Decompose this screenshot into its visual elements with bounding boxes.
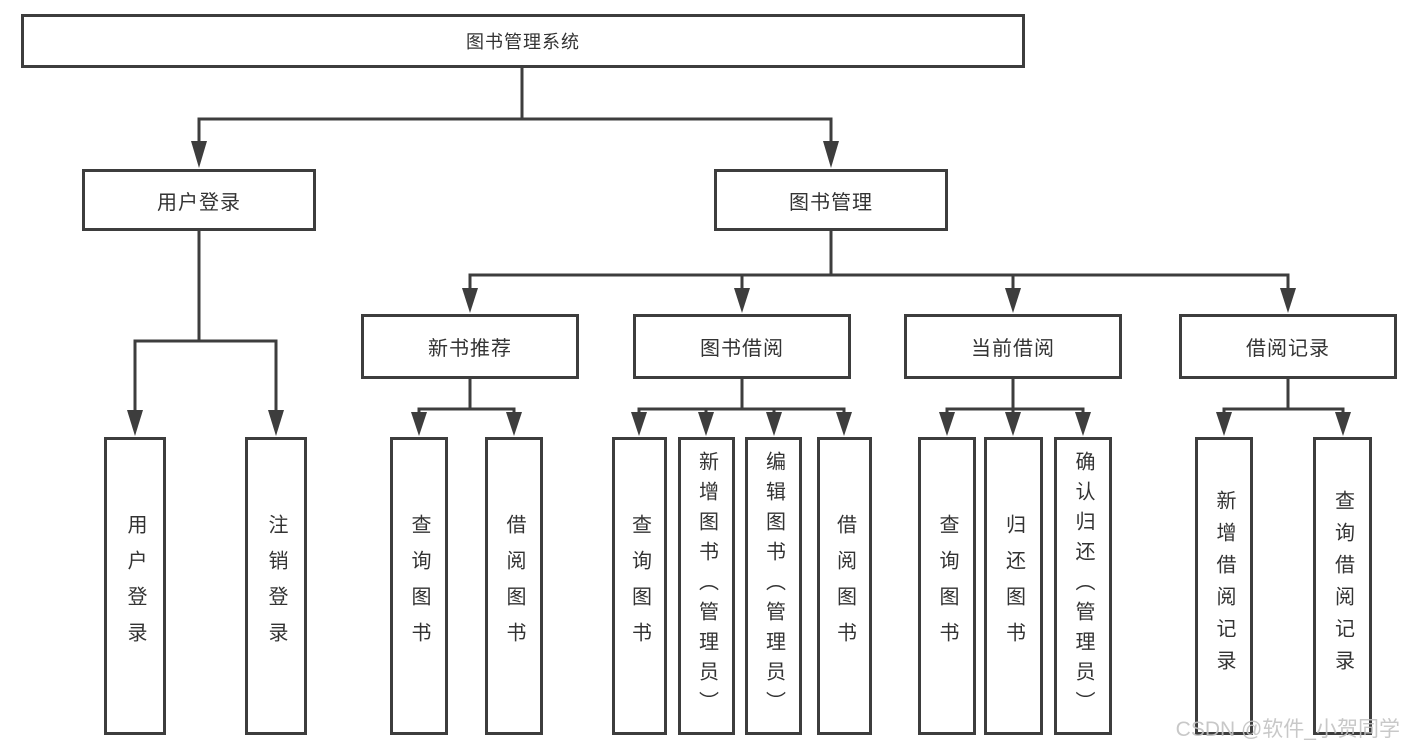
node-new-books: 新书推荐 <box>361 314 579 379</box>
arrowhead-icon <box>836 412 852 436</box>
leaf-return-books-label: 归还图书 <box>1002 514 1025 658</box>
connector-book-borrow <box>637 379 846 414</box>
leaf-new-borrow-books: 借阅图书 <box>485 437 543 735</box>
leaf-lend-books-label: 借阅图书 <box>833 514 856 658</box>
arrowhead-icon <box>268 410 284 436</box>
node-book-mgmt: 图书管理 <box>714 169 948 231</box>
node-user-login: 用户登录 <box>82 169 316 231</box>
node-new-books-label: 新书推荐 <box>428 338 512 360</box>
arrowheads <box>127 141 1351 436</box>
connector-book-mgmt <box>468 231 1290 290</box>
connector-current-borrow <box>945 379 1085 414</box>
leaf-new-query-books-label: 查询图书 <box>408 514 430 658</box>
arrowhead-icon <box>698 412 714 436</box>
leaf-query-borrow-record-label: 查询借阅记录 <box>1331 490 1354 682</box>
arrowhead-icon <box>1005 412 1021 436</box>
leaf-edit-books-admin-label: 编辑图书（管理员） <box>762 451 785 721</box>
node-root-label: 图书管理系统 <box>466 32 580 52</box>
leaf-user-login-label: 用户登录 <box>124 514 146 658</box>
leaf-query-borrow-record: 查询借阅记录 <box>1313 437 1372 735</box>
arrowhead-icon <box>506 412 522 436</box>
leaf-confirm-return-admin-label: 确认归还（管理员） <box>1072 451 1094 721</box>
leaf-new-borrow-books-label: 借阅图书 <box>503 514 525 658</box>
leaf-add-books-admin: 新增图书（管理员） <box>678 437 735 735</box>
node-borrow-records-label: 借阅记录 <box>1246 338 1330 360</box>
arrowhead-icon <box>462 288 478 313</box>
leaf-logout: 注销登录 <box>245 437 307 735</box>
node-current-borrow-label: 当前借阅 <box>971 338 1055 360</box>
leaf-user-login: 用户登录 <box>104 437 166 735</box>
leaf-add-books-admin-label: 新增图书（管理员） <box>695 451 718 721</box>
node-borrow-records: 借阅记录 <box>1179 314 1397 379</box>
arrowhead-icon <box>127 410 143 436</box>
arrowhead-icon <box>823 141 839 168</box>
leaf-edit-books-admin: 编辑图书（管理员） <box>745 437 802 735</box>
node-book-borrow-label: 图书借阅 <box>700 338 784 360</box>
arrowhead-icon <box>766 412 782 436</box>
leaf-current-query-books: 查询图书 <box>918 437 976 735</box>
csdn-watermark: CSDN @软件_小贺同学 <box>1175 718 1400 741</box>
arrowhead-icon <box>631 412 647 436</box>
leaf-add-borrow-record-label: 新增借阅记录 <box>1213 490 1235 682</box>
arrowhead-icon <box>1335 412 1351 436</box>
connector-root <box>197 68 833 143</box>
arrowhead-icon <box>1005 288 1021 313</box>
leaf-logout-label: 注销登录 <box>265 514 287 658</box>
node-book-mgmt-label: 图书管理 <box>789 191 873 214</box>
leaf-borrow-query-books-label: 查询图书 <box>628 514 651 658</box>
leaf-lend-books: 借阅图书 <box>817 437 872 735</box>
connector-user-login <box>133 231 278 412</box>
node-root: 图书管理系统 <box>21 14 1025 68</box>
node-current-borrow: 当前借阅 <box>904 314 1122 379</box>
arrowhead-icon <box>939 412 955 436</box>
arrowhead-icon <box>734 288 750 313</box>
leaf-new-query-books: 查询图书 <box>390 437 448 735</box>
leaf-add-borrow-record: 新增借阅记录 <box>1195 437 1253 735</box>
connector-borrow-records <box>1222 379 1345 414</box>
leaf-confirm-return-admin: 确认归还（管理员） <box>1054 437 1112 735</box>
arrowhead-icon <box>1075 412 1091 436</box>
node-book-borrow: 图书借阅 <box>633 314 851 379</box>
connector-new-books <box>417 379 516 414</box>
leaf-borrow-query-books: 查询图书 <box>612 437 667 735</box>
arrowhead-icon <box>411 412 427 436</box>
arrowhead-icon <box>1280 288 1296 313</box>
arrowhead-icon <box>1216 412 1232 436</box>
leaf-current-query-books-label: 查询图书 <box>936 514 958 658</box>
leaf-return-books: 归还图书 <box>984 437 1043 735</box>
node-user-login-label: 用户登录 <box>157 191 241 214</box>
arrowhead-icon <box>191 141 207 168</box>
